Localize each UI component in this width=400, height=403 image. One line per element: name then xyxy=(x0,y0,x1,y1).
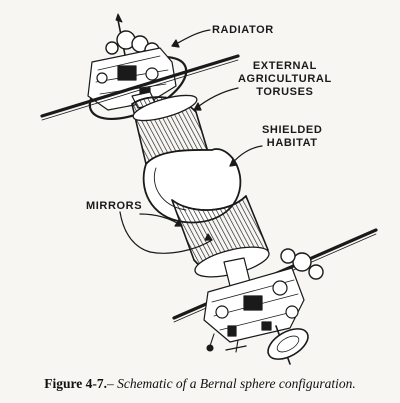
shielded-habitat-sphere xyxy=(142,148,242,224)
figure-caption: Figure 4-7.– Schematic of a Bernal spher… xyxy=(0,376,400,392)
label-shielded-line-1: SHIELDED xyxy=(262,124,323,136)
bottom-dish xyxy=(267,325,309,365)
label-mirrors: MIRRORS xyxy=(86,200,143,212)
leader-lines xyxy=(119,29,263,254)
radiator-bottom-cluster xyxy=(280,248,324,280)
top-strut xyxy=(40,54,240,118)
label-external-line-2: AGRICULTURAL xyxy=(238,73,332,85)
figure-description: – Schematic of a Bernal sphere configura… xyxy=(106,376,356,391)
label-external-line-1: EXTERNAL xyxy=(252,60,317,72)
label-shielded-line-2: HABITAT xyxy=(266,137,318,149)
label-shielded-habitat: SHIELDED HABITAT xyxy=(262,124,322,150)
label-radiator: RADIATOR xyxy=(212,24,274,36)
radiator-top-cluster xyxy=(105,30,160,58)
label-external-agricultural-toruses: EXTERNAL AGRICULTURAL TORUSES xyxy=(238,60,332,99)
label-external-line-3: TORUSES xyxy=(256,86,314,98)
figure-number: Figure 4-7. xyxy=(44,376,107,391)
module-appendages xyxy=(206,333,247,353)
lower-module xyxy=(203,267,305,343)
lower-torus-stack xyxy=(171,195,270,278)
